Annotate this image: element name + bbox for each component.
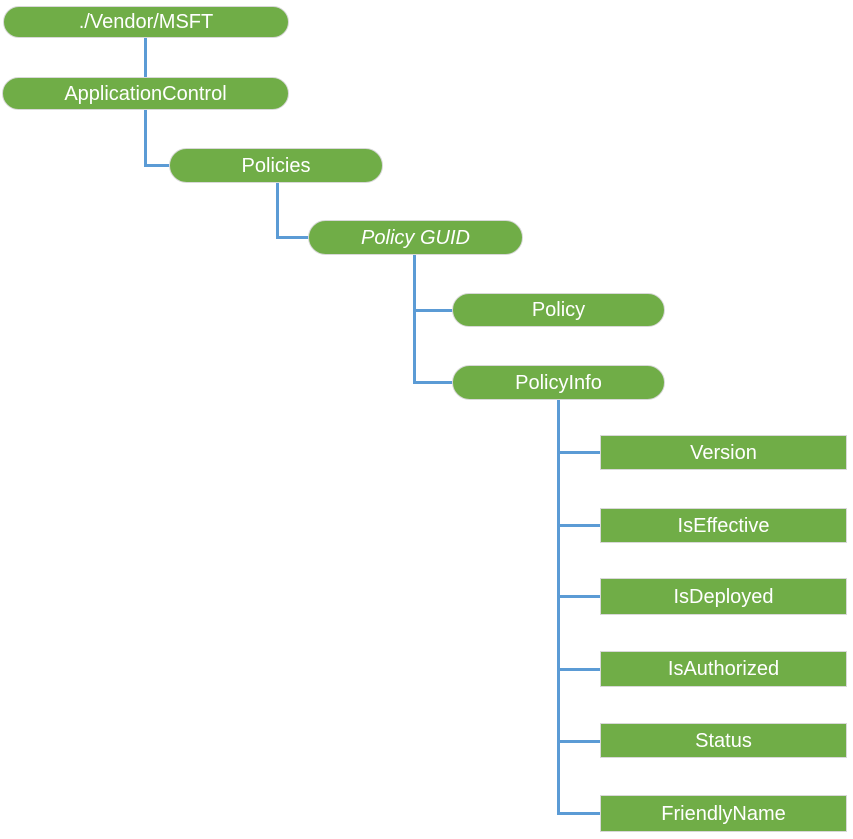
connector-policyinfo-trunk xyxy=(557,400,560,815)
node-is-authorized: IsAuthorized xyxy=(600,651,847,687)
node-policy-guid: Policy GUID xyxy=(308,220,523,255)
connector-policyinfo-to-isauthorized xyxy=(557,668,602,671)
connector-policies-to-policyguid-vertical xyxy=(276,183,279,239)
node-is-effective: IsEffective xyxy=(600,508,847,543)
node-vendor-msft: ./Vendor/MSFT xyxy=(3,6,289,38)
node-version: Version xyxy=(600,435,847,470)
node-status: Status xyxy=(600,723,847,758)
connector-policyinfo-to-iseffective xyxy=(557,524,602,527)
connector-policyguid-to-policy xyxy=(413,309,454,312)
connector-applicationcontrol-to-policies-vertical xyxy=(144,110,147,167)
connector-policyguid-to-policyinfo xyxy=(413,381,454,384)
connector-applicationcontrol-to-policies-horizontal xyxy=(144,164,171,167)
node-application-control: ApplicationControl xyxy=(2,77,289,110)
node-friendly-name: FriendlyName xyxy=(600,795,847,832)
node-is-deployed: IsDeployed xyxy=(600,578,847,615)
connector-policyguid-trunk xyxy=(413,255,416,384)
connector-policies-to-policyguid-horizontal xyxy=(276,236,310,239)
node-policies: Policies xyxy=(169,148,383,183)
connector-root-to-applicationcontrol xyxy=(144,38,147,78)
connector-policyinfo-to-status xyxy=(557,740,602,743)
connector-policyinfo-to-isdeployed xyxy=(557,595,602,598)
node-policy-info: PolicyInfo xyxy=(452,365,665,400)
connector-policyinfo-to-version xyxy=(557,451,602,454)
node-policy: Policy xyxy=(452,293,665,327)
connector-policyinfo-to-friendlyname xyxy=(557,812,602,815)
